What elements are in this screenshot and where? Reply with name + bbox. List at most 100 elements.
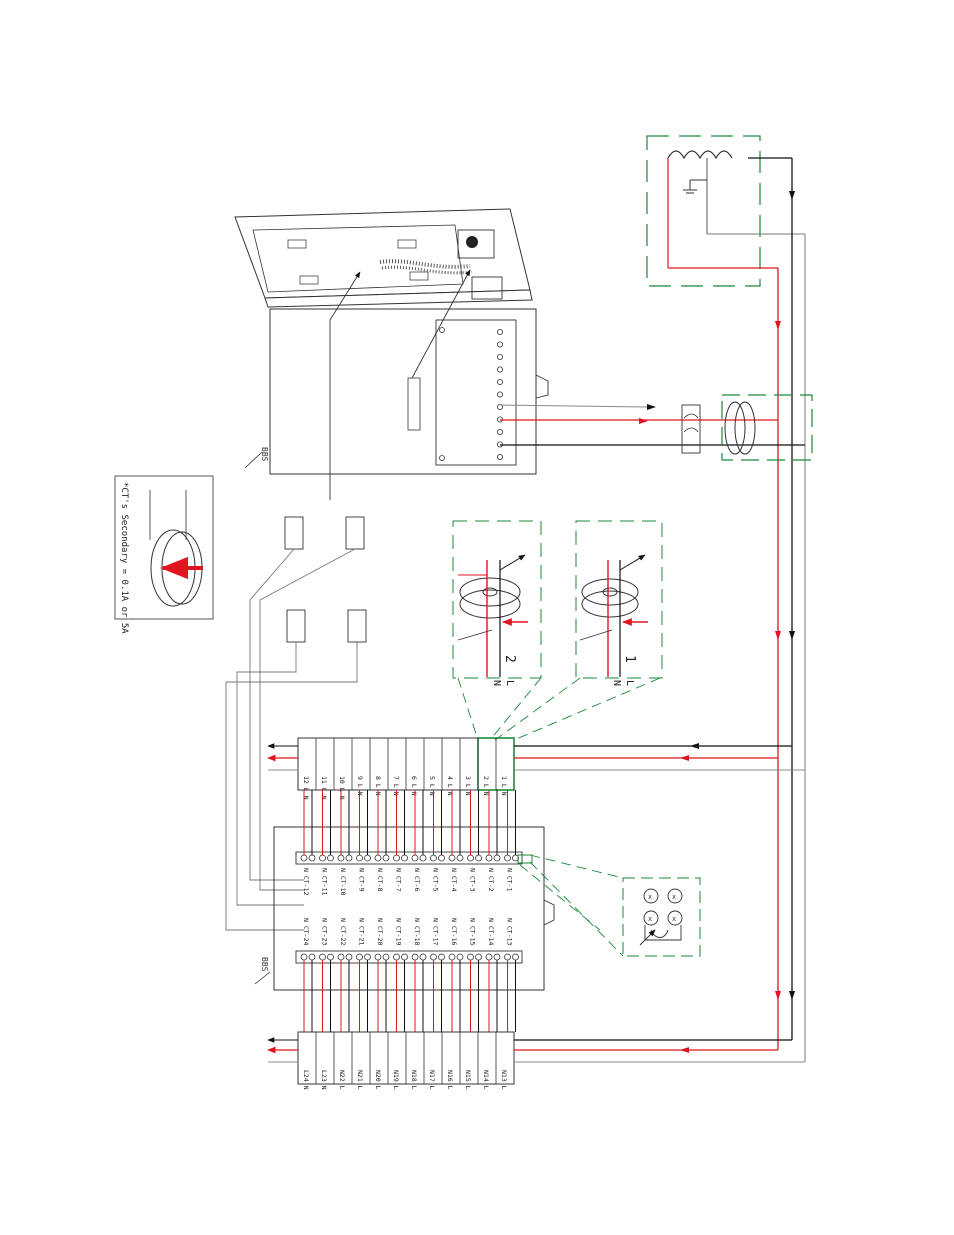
ct-input-label: N CT-9 [358,868,366,892]
screw-terminal-icon [411,854,419,862]
ct-input-label: N CT-11 [321,868,329,895]
screw-terminal-icon [337,854,345,862]
ct-detail-2: 2 L N [452,520,542,686]
terminal-label: 7 L N [392,776,400,796]
screw-terminal-icon [475,854,482,862]
screw-terminal-icon [448,953,456,961]
ct-input-label: N CT-5 [432,868,440,892]
screw-terminal-icon [493,953,501,961]
display-panel [234,208,533,308]
terminal-label: 5 L N [428,776,436,796]
detail-2-number: 2 [502,655,517,663]
svg-text:x: x [648,893,652,901]
detail-1-N: N [611,680,622,686]
detail-zoom-lines [457,677,661,741]
screw-terminal-icon [364,953,371,961]
ground-icon [683,179,707,194]
terminal-label: 1 L N [500,776,508,796]
terminal-label: L24 N [302,1070,310,1090]
screw-terminal-icon [300,953,308,961]
feed-lines [775,158,806,1062]
ct-sensor-group [681,394,813,461]
screw-terminal-icon [496,391,503,398]
screw-terminal-icon [438,854,445,862]
detail-2-L: L [504,680,515,686]
screw-terminal-icon [448,854,456,862]
screw-terminal-icon [327,854,334,862]
screw-terminal-icon [345,854,353,862]
screw-terminal-icon [393,953,400,961]
screw-terminal-icon [496,453,503,460]
bbs-label-bottom: BBS [260,957,269,972]
screw-terminal-icon [456,953,464,961]
transformer-box [646,135,805,287]
screw-terminal-icon [419,953,427,961]
screw-terminal-icon [485,854,493,862]
screw-terminal-icon [430,854,437,862]
ct-input-label: N CT-23 [321,918,329,945]
screw-terminal-icon [374,854,382,862]
ct-input-label: N CT-17 [432,918,440,945]
screw-terminal-icon [504,854,511,862]
screw-terminal-icon [356,953,363,961]
screw-terminal-icon [401,854,408,862]
screw-terminal-icon [319,953,326,961]
ct-input-label: N CT-7 [395,868,403,892]
ct-input-label: N CT-12 [302,868,310,895]
screw-terminal-icon [411,953,419,961]
terminal-label: N21 L [356,1070,364,1090]
screw-terminal-icon [382,953,390,961]
ct-input-label: N CT-16 [450,918,458,945]
screw-terminal-icon [496,328,503,335]
screw-terminal-icon [496,378,503,385]
terminal-label: 12 L N [302,776,310,800]
svg-text:x: x [672,893,676,901]
screw-terminal-icon [337,953,345,961]
board-to-ct-wires [499,404,805,446]
terminal-detail: x x x x [519,854,701,957]
ct-input-label: N CT-1 [506,868,514,892]
screw-terminal-icon [308,854,316,862]
screw-terminal-icon [430,953,437,961]
ct-input-label: N CT-20 [376,918,384,945]
svg-text:x: x [672,915,676,923]
screw-terminal-icon [496,366,503,373]
note-box: *CT's Secondary = 0.1A or 5A [114,475,214,634]
screw-terminal-icon [493,854,501,862]
detail-2-N: N [491,680,502,686]
screw-terminal-icon [308,953,316,961]
screw-terminal-icon [496,403,503,410]
transformer-coil-icon [667,150,733,160]
ct-input-label: N CT-6 [413,868,421,892]
screw-terminal-icon [467,854,474,862]
screw-terminal-icon [300,854,308,862]
ct-secondary-note: *CT's Secondary = 0.1A or 5A [119,482,129,634]
screw-terminal-icon [467,953,474,961]
svg-text:x: x [648,915,652,923]
screw-terminal-icon [485,953,493,961]
terminal-label: 3 L N [464,776,472,796]
detail-1-L: L [624,680,635,686]
mount-hole-icon [439,327,445,333]
ct-input-label: N CT-22 [339,918,347,945]
screw-terminal-icon [496,428,503,435]
terminal-label: 4 L N [446,776,454,796]
detail-1-number: 1 [622,655,637,663]
terminal-label: N18 L [410,1070,418,1090]
ct-input-label: N CT-15 [469,918,477,945]
screw-terminal-icon [438,953,445,961]
terminal-label: N19 L [392,1070,400,1090]
screw-terminal-icon [419,854,427,862]
ct-input-label: N CT-13 [506,918,514,945]
terminal-label: N13 L [500,1070,508,1090]
terminal-label: 6 L N [410,776,418,796]
mount-hole-icon [439,455,445,461]
ct-input-label: N CT-4 [450,868,458,892]
screw-terminal-icon [356,854,363,862]
screw-terminal-icon [456,854,464,862]
screw-terminal-icon [401,953,408,961]
screw-terminal-icon [319,854,326,862]
cable-connectors [225,516,367,931]
